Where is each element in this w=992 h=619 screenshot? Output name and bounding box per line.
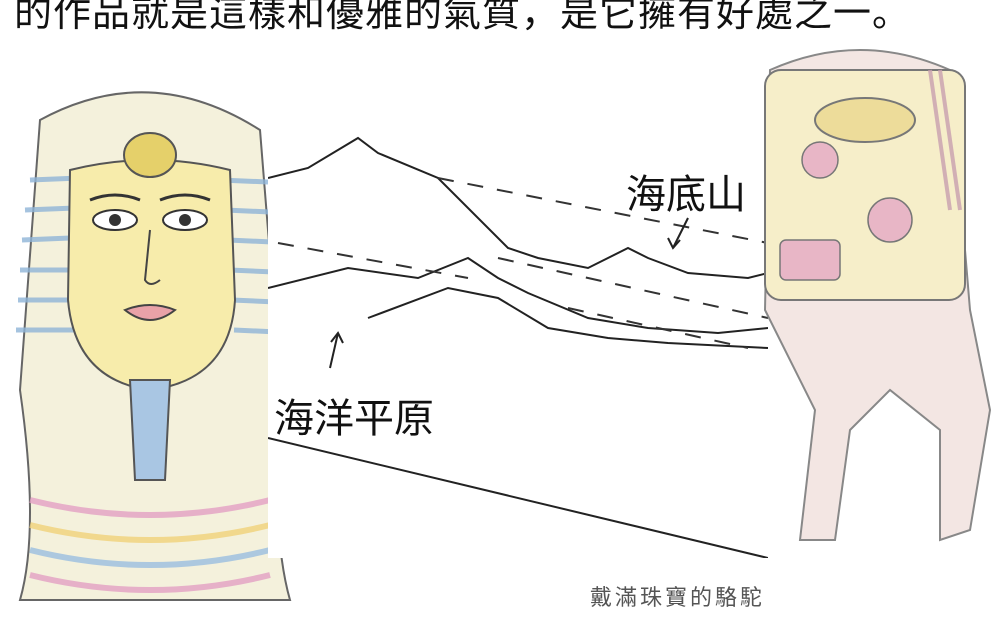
pharaoh-mask-drawing	[16, 91, 292, 601]
ocean-plain-label: 海洋平原	[274, 396, 434, 442]
top-caption-text: 的作品就是這樣和優雅的氣質，是它擁有好處之一。	[14, 0, 912, 35]
seafloor-sketch	[268, 78, 768, 558]
camel-caption-text: 戴滿珠寶的駱駝	[590, 586, 766, 611]
seamount-label: 海底山	[626, 172, 746, 218]
camel-drawing	[763, 49, 992, 542]
